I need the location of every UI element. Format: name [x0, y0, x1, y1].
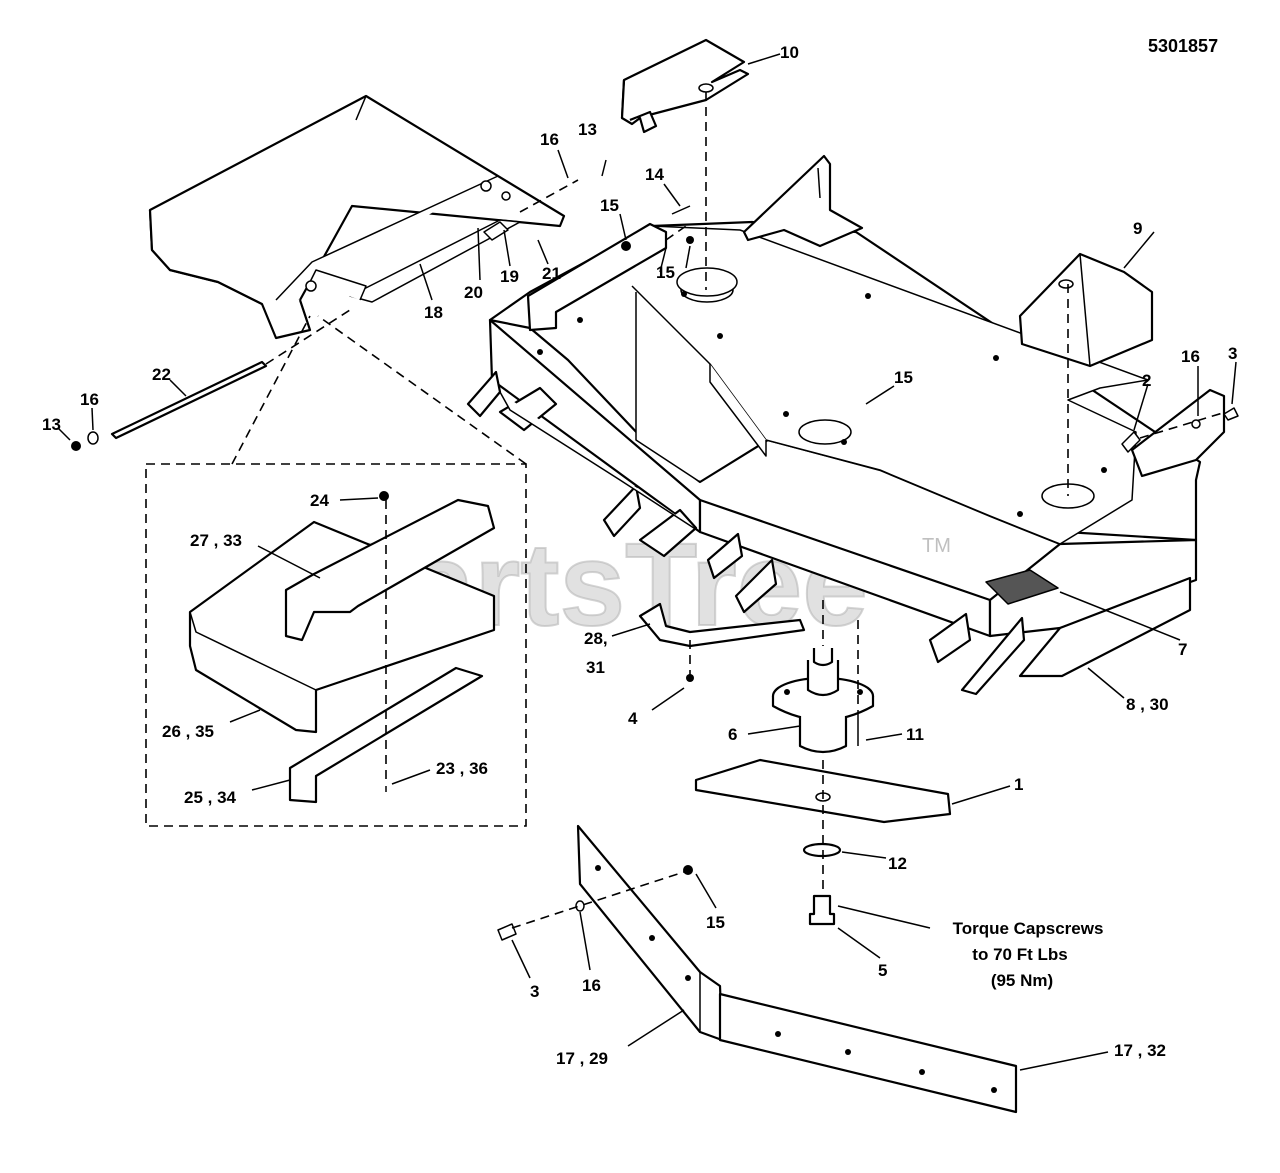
part-15-bracket — [526, 205, 694, 332]
torque-note-line1: Torque Capscrews — [953, 919, 1104, 938]
callout-20: 20 — [464, 283, 483, 302]
leader-lines — [57, 53, 1237, 1071]
callout-15-d: 15 — [706, 913, 725, 932]
right-hardware — [1121, 407, 1239, 453]
callout-15-b: 15 — [656, 263, 675, 282]
part-5-capscrew — [808, 894, 836, 926]
callout-11: 11 — [906, 725, 924, 744]
callout-2: 2 — [1142, 371, 1151, 390]
assembly-lines — [231, 92, 1227, 929]
callout-21: 21 — [542, 264, 561, 283]
callout-5: 5 — [878, 961, 887, 980]
torque-note: Torque Capscrews to 70 Ft Lbs (95 Nm) — [953, 919, 1104, 990]
torque-note-line3: (95 Nm) — [991, 971, 1053, 990]
callout-28: 28, — [584, 629, 608, 648]
drawing-number: 5301857 — [1148, 36, 1218, 56]
callout-15-a: 15 — [600, 196, 619, 215]
callout-3-bottom: 3 — [530, 982, 539, 1001]
callout-16-left: 16 — [80, 390, 99, 409]
part-22-rod — [71, 360, 268, 451]
callout-16-right: 16 — [1181, 347, 1200, 366]
part-12-washer — [802, 842, 842, 858]
callout-13-left: 13 — [42, 415, 61, 434]
callout-26-35: 26 , 35 — [162, 722, 214, 741]
torque-note-line2: to 70 Ft Lbs — [972, 945, 1067, 964]
callout-16-top: 16 — [540, 130, 559, 149]
callout-22: 22 — [152, 365, 171, 384]
callout-16-bottom: 16 — [582, 976, 601, 995]
callout-10: 10 — [780, 43, 799, 62]
callout-27-33: 27 , 33 — [190, 531, 242, 550]
callout-labels: 10 9 2 16 3 15 7 8 , 30 13 16 14 15 15 2… — [42, 43, 1237, 1068]
callout-1: 1 — [1014, 775, 1023, 794]
callout-8-30: 8 , 30 — [1126, 695, 1169, 714]
callout-6: 6 — [728, 725, 737, 744]
discharge-chute — [148, 94, 566, 340]
callout-3-right: 3 — [1228, 344, 1237, 363]
callout-24: 24 — [310, 491, 329, 510]
part-6-spindle — [771, 648, 875, 754]
callout-23-36: 23 , 36 — [436, 759, 488, 778]
part-28-31-baffle — [638, 602, 806, 682]
callout-31: 31 — [586, 658, 605, 677]
callout-13-top: 13 — [578, 120, 597, 139]
callout-19: 19 — [500, 267, 519, 286]
part-7-decal — [985, 569, 1059, 605]
detail-box — [145, 463, 527, 827]
part-17-side-skirts — [497, 824, 1018, 1114]
callout-17-32: 17 , 32 — [1114, 1041, 1166, 1060]
callout-15-c: 15 — [894, 368, 913, 387]
callout-14: 14 — [645, 165, 664, 184]
callout-4: 4 — [628, 709, 638, 728]
mower-deck-housing — [466, 154, 1226, 696]
callout-25-34: 25 , 34 — [184, 788, 237, 807]
callout-18: 18 — [424, 303, 443, 322]
callout-7: 7 — [1178, 640, 1187, 659]
callout-17-29: 17 , 29 — [556, 1049, 608, 1068]
watermark-trademark: TM — [922, 535, 951, 557]
part-9-shield — [1018, 252, 1154, 368]
callout-9: 9 — [1133, 219, 1142, 238]
part-10-shield — [620, 38, 750, 134]
callout-12: 12 — [888, 854, 907, 873]
